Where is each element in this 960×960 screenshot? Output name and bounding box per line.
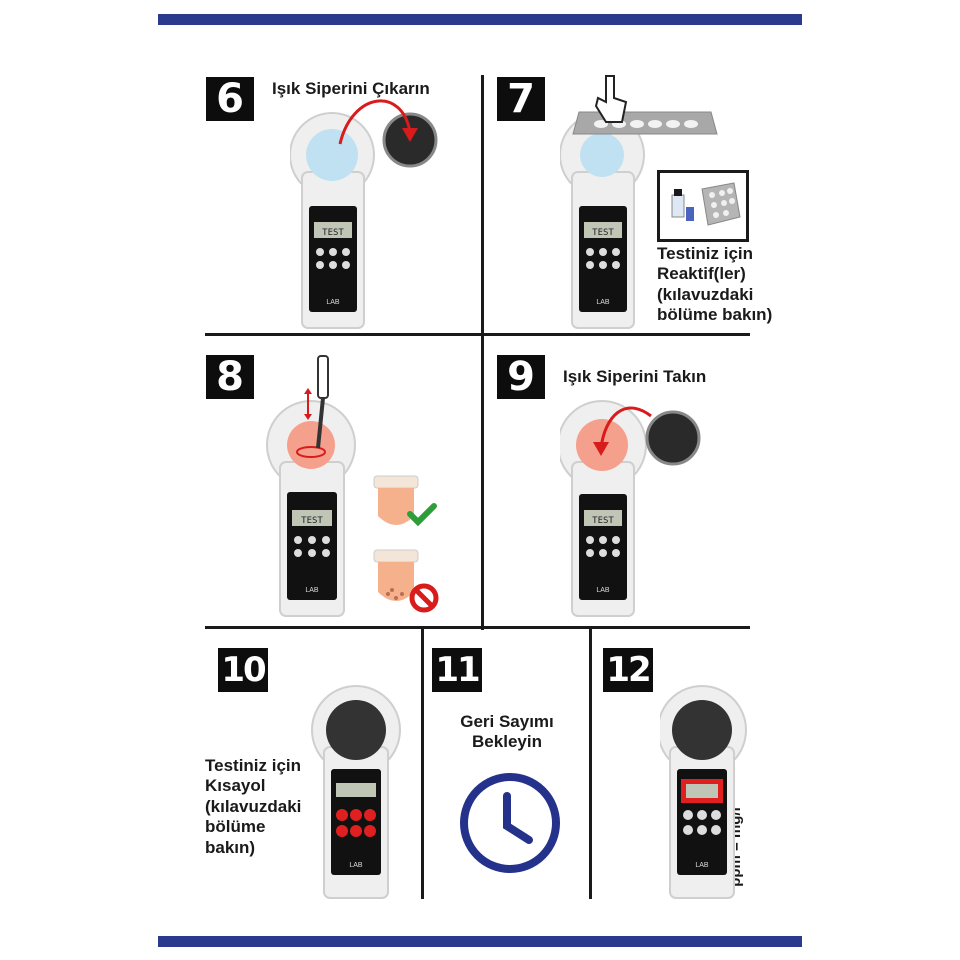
step-10-label-line: (kılavuzdaki	[205, 796, 302, 816]
step-10-label: Testiniz için Kısayol (kılavuzdaki bölüm…	[205, 756, 301, 858]
device-screen-text: TEST	[592, 516, 614, 526]
step-7-label-line: (kılavuzdaki	[657, 284, 754, 304]
device-brand: LAB	[326, 299, 340, 306]
step-number-8: 8	[206, 355, 254, 399]
step-10-label-line: Kısayol	[205, 776, 266, 796]
finger-icon	[594, 75, 628, 123]
step-9-label: Işık Siperini Takın	[563, 367, 707, 386]
device-brand: LAB	[695, 862, 709, 869]
photometer-device-9: TEST LAB	[560, 400, 647, 617]
step-number-9: 9	[497, 355, 545, 399]
photometer-device-8: TEST LAB	[266, 400, 356, 617]
attach-shield-illustration	[593, 406, 701, 466]
step-number-10: 10	[218, 648, 268, 692]
bottom-accent-bar	[158, 936, 802, 947]
step-11-label-line: Bekleyin	[472, 732, 542, 752]
divider-h2	[205, 626, 750, 629]
no-icon	[409, 583, 439, 613]
photometer-device-6: TEST LAB	[290, 112, 375, 329]
step-number-6: 6	[206, 77, 254, 121]
step-11-label-line: Geri Sayımı	[460, 712, 554, 731]
step-7-label-line: bölüme bakın)	[657, 305, 773, 325]
photometer-device-10: LAB	[311, 685, 401, 899]
cuvette-wrong	[373, 549, 439, 613]
photometer-device-7: TEST LAB	[560, 112, 645, 329]
step-7-label: Testiniz için Reaktif(ler) (kılavuzdaki …	[657, 244, 772, 326]
device-brand: LAB	[305, 587, 319, 594]
clock-icon	[460, 773, 560, 873]
reagent-bottle-and-pack	[671, 182, 741, 226]
check-icon	[407, 503, 437, 527]
divider-v2	[421, 629, 424, 899]
device-brand: LAB	[596, 299, 610, 306]
reagent-box	[657, 170, 749, 242]
step-7-label-line: Reaktif(ler)	[657, 264, 746, 284]
step-number-7: 7	[497, 77, 545, 121]
divider-v1	[481, 75, 484, 630]
photometer-device-12: LAB	[660, 685, 747, 899]
step-number-11: 11	[432, 648, 482, 692]
device-screen-text: TEST	[301, 516, 323, 526]
stirring-rod	[304, 355, 329, 449]
step-11-label: Geri Sayımı Bekleyin	[432, 712, 582, 753]
device-screen-text: TEST	[592, 228, 614, 238]
divider-h1	[205, 333, 750, 336]
cuvette-correct	[373, 475, 437, 527]
device-screen-text: TEST	[322, 228, 344, 238]
remove-shield-illustration	[338, 99, 438, 168]
device-brand: LAB	[596, 587, 610, 594]
top-accent-bar	[158, 14, 802, 25]
step-number-12: 12	[603, 648, 653, 692]
step-7-label-line: Testiniz için	[657, 244, 754, 263]
device-brand: LAB	[349, 862, 363, 869]
step-6-label: Işık Siperini Çıkarın	[272, 79, 430, 98]
step-10-label-line: bölüme	[205, 817, 266, 837]
step-10-label-line: bakın)	[205, 837, 256, 857]
divider-v3	[589, 629, 592, 899]
step-10-label-line: Testiniz için	[205, 756, 302, 775]
